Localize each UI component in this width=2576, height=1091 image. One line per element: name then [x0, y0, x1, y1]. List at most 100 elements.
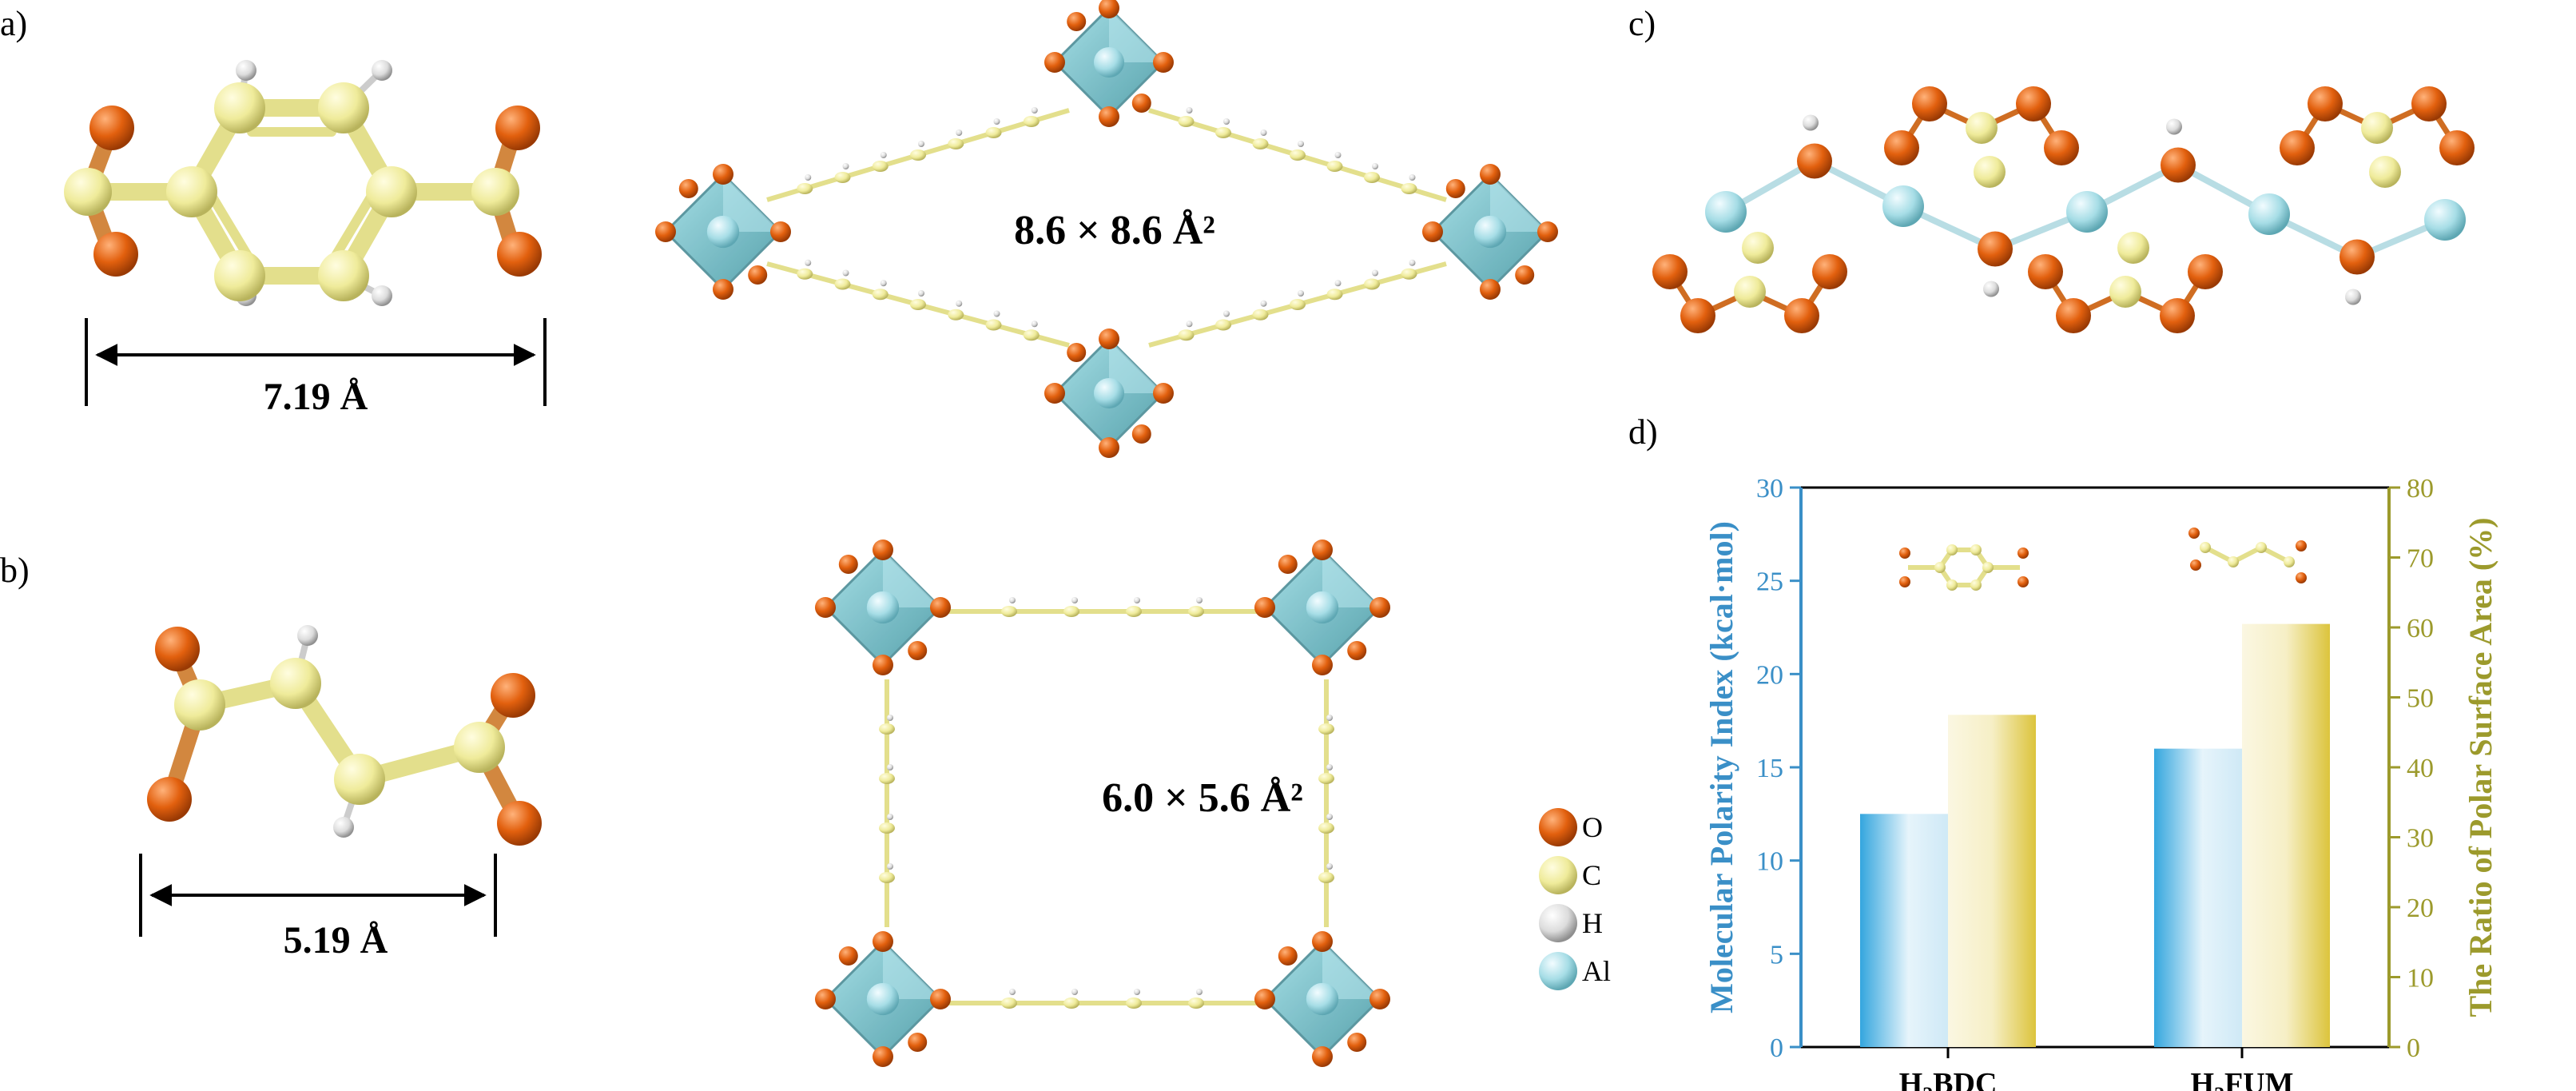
- legend-item-c: C: [1539, 856, 1601, 894]
- linker-top: [947, 597, 1258, 617]
- carboxyl-carbon: [1966, 112, 1998, 144]
- atom-c: [270, 658, 321, 709]
- atom-c: [214, 250, 265, 301]
- octahedron-oxygen: [1369, 989, 1390, 1009]
- carboxyl-oxygen: [2160, 298, 2195, 333]
- octahedron-oxygen: [1278, 946, 1298, 966]
- octahedron-oxygen: [1067, 12, 1087, 31]
- carboxyl-carbon: [1742, 232, 1774, 264]
- octahedron-oxygen: [873, 655, 893, 675]
- bar-h2bdc-right: [1948, 715, 2036, 1047]
- octahedron-oxygen: [1254, 597, 1275, 618]
- atom-o: [147, 777, 192, 822]
- aluminum-center: [1093, 46, 1125, 78]
- carboxyl-oxygen: [2016, 86, 2051, 121]
- fum-glyph: [2188, 528, 2307, 583]
- carboxyl-oxygen: [2188, 254, 2223, 289]
- hydroxyl-oxygen: [1978, 231, 2013, 267]
- right-tick-label: 60: [2407, 614, 2434, 643]
- aluminum-center: [1306, 982, 1339, 1016]
- left-tick-label: 10: [1756, 847, 1783, 877]
- octahedron-top-left: [815, 540, 951, 675]
- bdc-length-bar: [85, 318, 547, 406]
- legend-label: C: [1582, 859, 1601, 891]
- octahedron-oxygen: [1515, 265, 1535, 285]
- carboxyl-oxygen: [2280, 130, 2315, 165]
- octahedron-oxygen: [770, 221, 791, 242]
- atom-o: [495, 106, 540, 150]
- hydroxyl-hydrogen: [2166, 118, 2182, 135]
- carboxyl-oxygen: [2056, 298, 2091, 333]
- aluminum-center: [1093, 377, 1125, 409]
- octahedron-oxygen: [1067, 343, 1087, 362]
- atom-o: [497, 801, 542, 846]
- right-tick-label: 70: [2407, 544, 2434, 574]
- atom-c: [318, 82, 369, 133]
- octahedron-oxygen: [1153, 383, 1174, 404]
- legend-label: Al: [1582, 955, 1611, 987]
- octahedron-oxygen: [1537, 221, 1558, 242]
- octahedron-oxygen: [815, 597, 836, 618]
- hydroxyl-oxygen: [1797, 143, 1832, 179]
- left-tick-label: 0: [1770, 1033, 1783, 1063]
- right-tick-label: 0: [2407, 1033, 2420, 1063]
- octahedron-oxygen: [655, 221, 676, 242]
- octahedron-oxygen: [873, 1046, 893, 1067]
- octahedron-oxygen: [1099, 328, 1119, 349]
- octahedron-oxygen: [713, 164, 733, 185]
- right-tick-label: 20: [2407, 894, 2434, 923]
- legend-item-h: H: [1539, 904, 1603, 942]
- right-tick-label: 10: [2407, 964, 2434, 993]
- carboxyl-oxygen: [1680, 298, 1715, 333]
- hydroxyl-hydrogen: [1803, 114, 1819, 131]
- bond: [331, 191, 376, 261]
- mil53-pore-structure: [655, 0, 1558, 458]
- hydroxyl-hydrogen: [2345, 289, 2361, 305]
- pore-b-label: 6.0 × 5.6 Å²: [1102, 775, 1303, 821]
- right-tick-label: 80: [2407, 474, 2434, 504]
- atom-c: [334, 754, 385, 805]
- octahedron-oxygen: [873, 540, 893, 560]
- aluminum-atom: [1882, 185, 1924, 227]
- octahedron-top: [1044, 0, 1174, 127]
- octahedron-oxygen: [930, 597, 951, 618]
- left-tick-label: 25: [1756, 567, 1783, 597]
- atom-o: [497, 232, 542, 277]
- left-tick-label: 5: [1770, 940, 1783, 970]
- octahedron-right: [1422, 164, 1558, 300]
- pore-a-label: 8.6 × 8.6 Å²: [1014, 208, 1215, 253]
- aluminum-center: [866, 591, 900, 624]
- octahedron-oxygen: [1312, 540, 1333, 560]
- legend-swatch: [1539, 952, 1577, 990]
- hydroxyl-hydrogen: [1983, 281, 1999, 297]
- right-axis-title: The Ratio of Polar Surface Area (%): [2463, 517, 2498, 1017]
- carboxyl-carbon: [2361, 112, 2393, 144]
- aluminum-center: [706, 215, 740, 249]
- atom-o: [89, 106, 134, 150]
- legend-label: O: [1582, 811, 1603, 843]
- octahedron-oxygen: [1131, 94, 1151, 113]
- carboxyl-oxygen: [1884, 130, 1919, 165]
- carboxyl-carbon: [2109, 276, 2141, 308]
- carboxyl-oxygen: [2044, 130, 2079, 165]
- carboxyl-oxygen: [2439, 130, 2475, 165]
- octahedron-oxygen: [908, 641, 928, 660]
- panel-label-c: c): [1628, 4, 1656, 43]
- hydroxyl-oxygen: [2339, 239, 2375, 275]
- octahedron-bottom: [1044, 328, 1174, 458]
- octahedron-oxygen: [1044, 383, 1065, 404]
- atom-h: [297, 625, 318, 646]
- atom-h: [372, 60, 392, 81]
- octahedron-oxygen: [748, 265, 768, 285]
- left-axis-title: Molecular Polarity Index (kcal·mol): [1703, 521, 1739, 1013]
- aluminum-atom: [2066, 191, 2108, 233]
- octahedron-oxygen: [1312, 655, 1333, 675]
- carboxyl-carbon: [1974, 156, 2006, 188]
- octahedron-oxygen: [1312, 1046, 1333, 1067]
- octahedron-left: [655, 164, 791, 300]
- bdc-length-label: 7.19 Å: [264, 376, 368, 418]
- atom-legend: OCH Al: [1539, 808, 1611, 990]
- legend-item-al: Al: [1539, 952, 1611, 990]
- octahedron-oxygen: [1480, 279, 1501, 300]
